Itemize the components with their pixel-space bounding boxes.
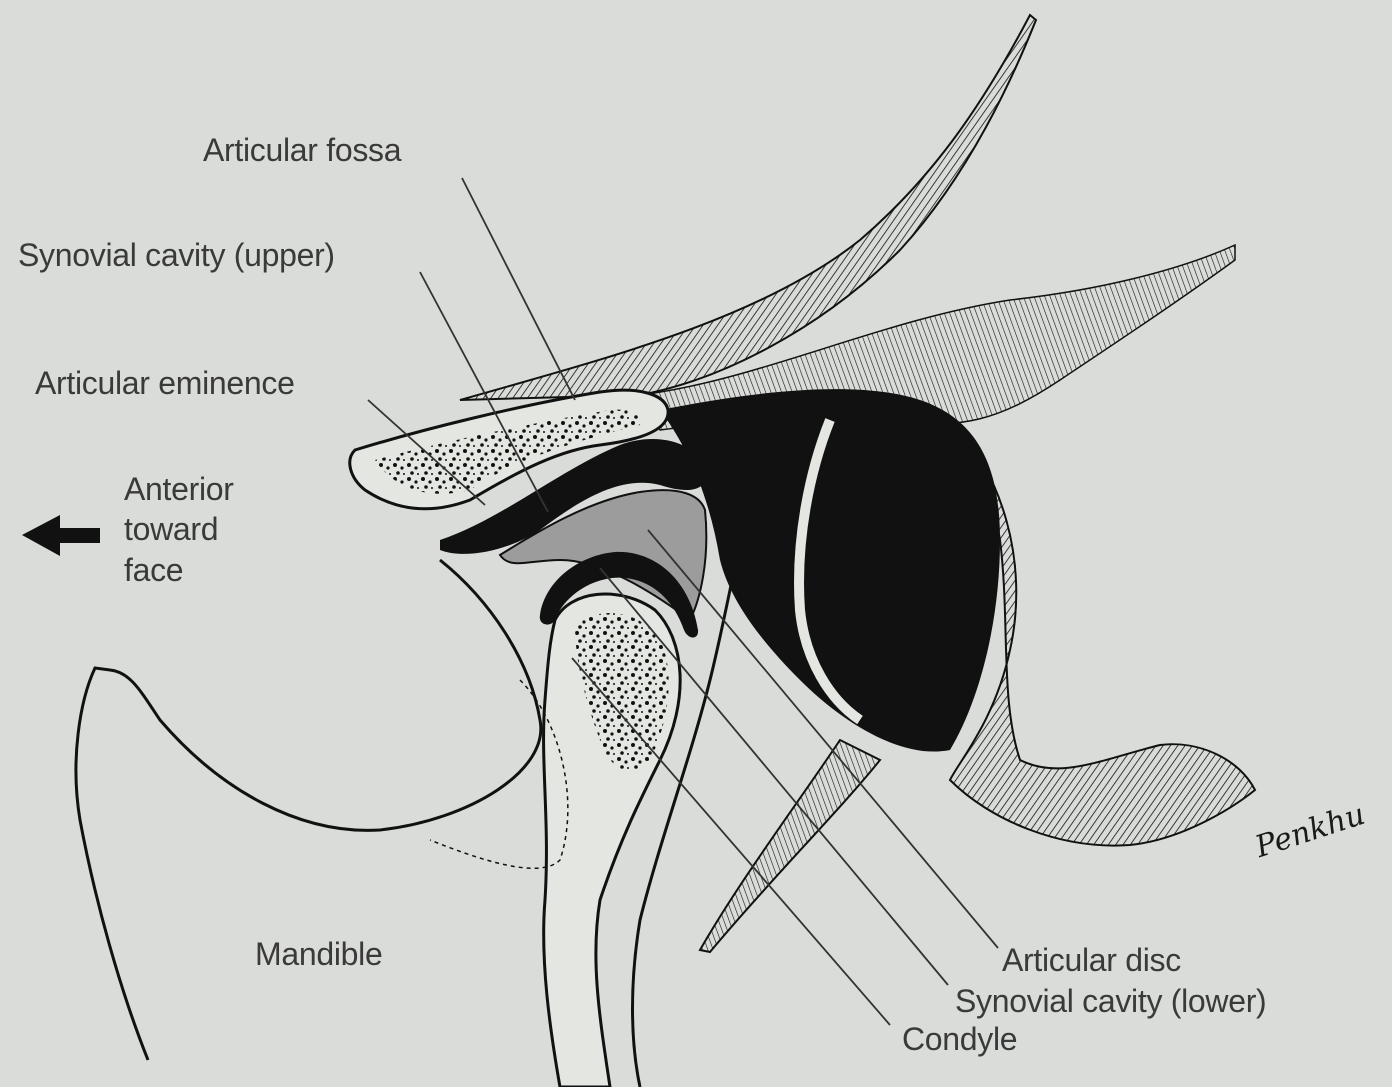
temporal-bone (460, 15, 1235, 430)
label-toward: toward (124, 510, 218, 548)
label-condyle: Condyle (902, 1020, 1017, 1058)
leader-articular-fossa (462, 178, 575, 400)
label-anterior: Anterior (124, 470, 234, 508)
label-articular-eminence: Articular eminence (35, 364, 295, 402)
left-arrow-icon (22, 515, 100, 556)
label-mandible: Mandible (255, 935, 382, 973)
label-synovial-cavity-lower: Synovial cavity (lower) (955, 982, 1266, 1020)
posterior-tissue (660, 389, 1255, 952)
label-articular-fossa: Articular fossa (203, 131, 401, 169)
label-face: face (124, 551, 183, 589)
label-articular-disc: Articular disc (1002, 941, 1181, 979)
label-synovial-cavity-upper: Synovial cavity (upper) (18, 236, 335, 274)
